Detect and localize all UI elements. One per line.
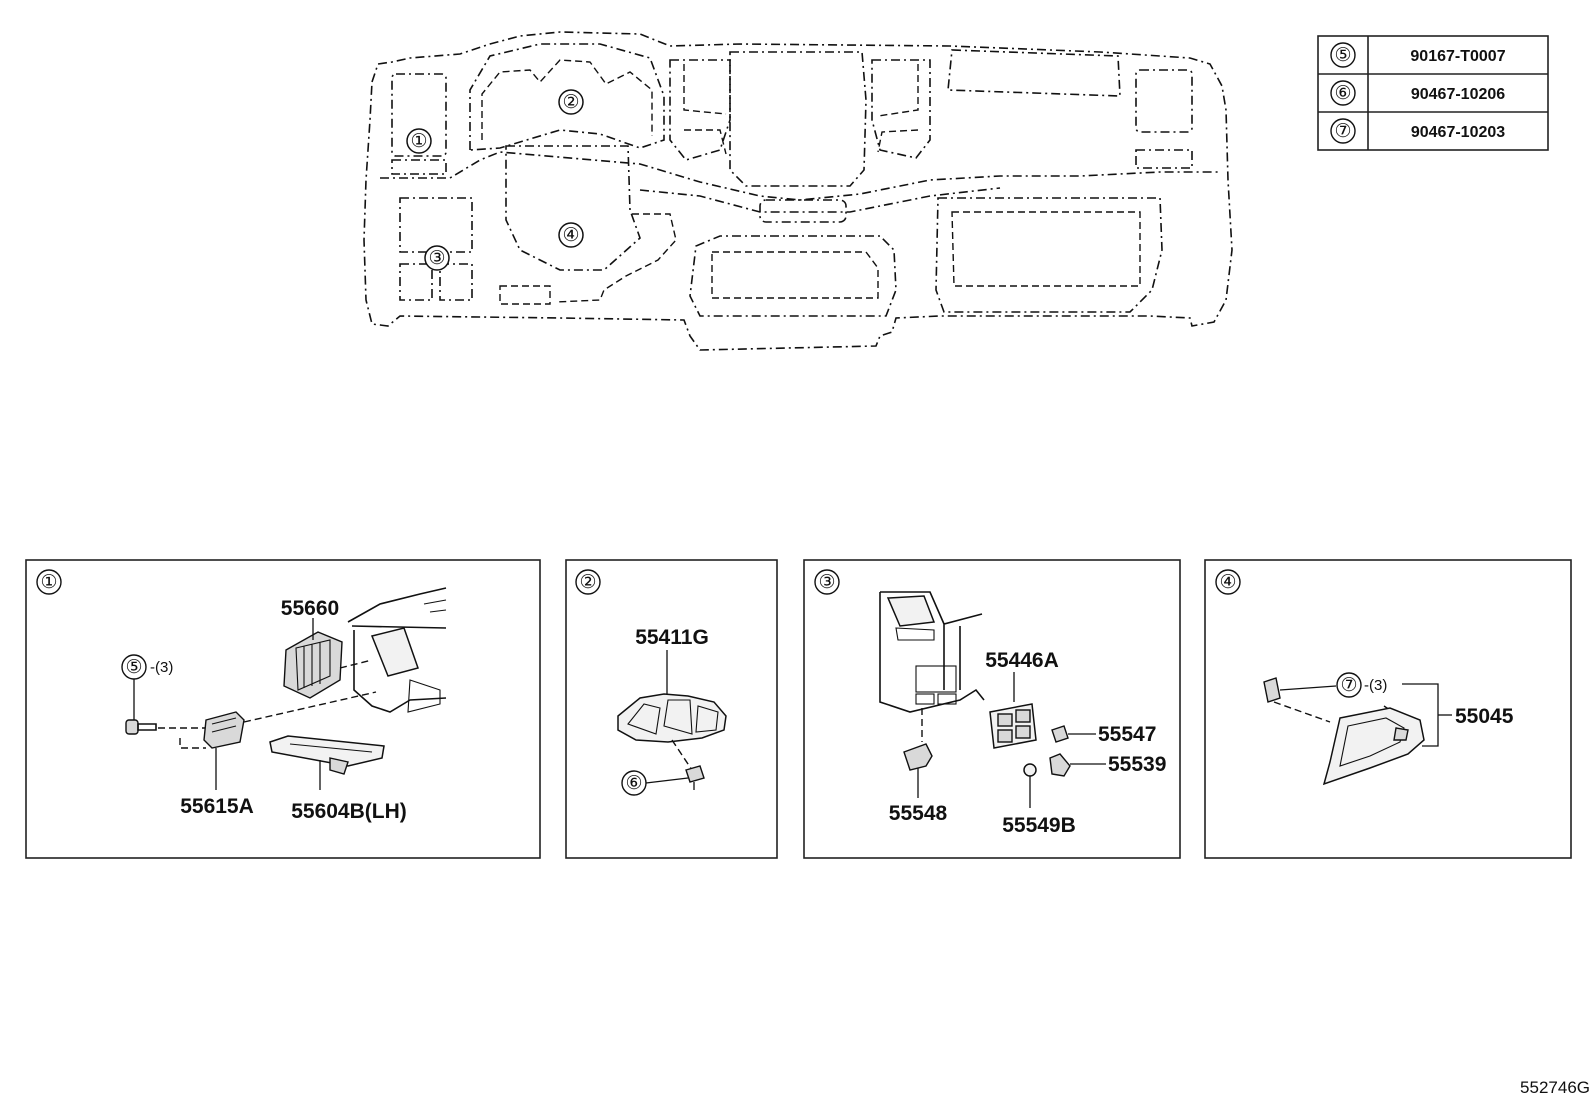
dash-corner-art	[347, 587, 447, 713]
right-vent-outline	[1135, 69, 1193, 133]
vent-55660	[283, 631, 343, 699]
overview-callout-2-circle	[558, 89, 584, 115]
overview-callout-1: ①	[410, 130, 427, 152]
part-label-55547: 55547	[1098, 723, 1156, 746]
detail-panel-2-frame	[565, 559, 778, 859]
center-right-vent	[871, 59, 931, 159]
clip-icon	[685, 765, 705, 790]
detail-panel-2-ref: ②	[579, 571, 596, 593]
part-55547	[1051, 725, 1069, 743]
lower-switch-block	[499, 285, 551, 305]
hazard-switch-outline	[759, 199, 847, 223]
center-left-frame	[683, 64, 727, 155]
dash-vent-opening	[370, 627, 419, 677]
detail-panel-1-ref: ①	[40, 571, 57, 593]
glovebox-inner	[951, 211, 1141, 287]
overview-callout-3: ③	[428, 247, 445, 269]
cluster-hood-outline	[469, 43, 665, 151]
overview-callout-4: ④	[562, 224, 579, 246]
switch-base-55446A	[989, 703, 1037, 749]
clip-qty: -(3)	[1364, 677, 1387, 694]
part-55539	[1049, 753, 1071, 777]
panel-lower-line	[639, 187, 1001, 213]
detail-panel-4-ref: ④	[1219, 571, 1236, 593]
center-left-vent	[669, 59, 731, 161]
parts-table: ⑤ 90167-T0007 ⑥ 90467-10206 ⑦ 90467-1020…	[1317, 35, 1549, 151]
center-display-outline	[729, 51, 867, 187]
part-label-55539: 55539	[1108, 753, 1166, 776]
cluster-trim-55411G	[617, 693, 727, 743]
clip-7-icon	[1263, 677, 1281, 703]
parts-table-frame	[1317, 35, 1549, 151]
part-label-55615A: 55615A	[180, 795, 254, 818]
detail-panel-1-frame	[25, 559, 541, 859]
center-right-frame	[877, 64, 919, 153]
parts-table-part-no: 90467-10206	[1411, 86, 1505, 103]
part-label-55604B: 55604B(LH)	[291, 800, 407, 823]
parts-table-row: ⑤ 90167-T0007	[1330, 42, 1506, 68]
screw-icon	[125, 719, 157, 735]
overview-callout-4-circle	[558, 222, 584, 248]
screw-ref: ⑤	[125, 656, 142, 678]
detail-panel-3-ref: ③	[818, 571, 835, 593]
tray-55604B	[269, 735, 385, 775]
part-label-55411G: 55411G	[635, 626, 709, 649]
detail-panel-3-frame	[803, 559, 1181, 859]
overview-callout-2: ②	[562, 91, 579, 113]
parts-table-ref: ⑥	[1334, 82, 1351, 104]
console-inner	[711, 251, 879, 299]
instrument-panel-overview	[363, 31, 1233, 351]
bracket-55615A	[203, 711, 245, 749]
right-vent-lower	[1135, 149, 1193, 169]
part-label-55548: 55548	[889, 802, 948, 825]
switch-panel-outline	[399, 197, 473, 253]
overview-callout-3-circle	[424, 245, 450, 271]
upper-right-panel	[947, 49, 1121, 97]
diagram-id: 552746G	[1520, 1078, 1590, 1097]
detail-panel-1: ① 55660 ⑤ -(3) 55615A	[25, 559, 541, 859]
part-label-55446A: 55446A	[985, 649, 1059, 672]
panel-outline	[363, 31, 1233, 351]
cluster-gauge-outline	[481, 59, 653, 140]
panel-upper-line	[380, 151, 1220, 201]
parts-table-row: ⑦ 90467-10203	[1330, 118, 1505, 144]
overview-callout-1-circle	[406, 128, 432, 154]
part-label-55660: 55660	[281, 597, 339, 620]
left-vent-outline	[391, 73, 447, 157]
center-console-outline	[689, 235, 897, 317]
overview-callouts: ① ② ③ ④	[406, 89, 584, 271]
dash-lower-left-art	[879, 591, 985, 713]
parts-table-row: ⑥ 90467-10206	[1330, 80, 1505, 106]
detail-panel-4-frame	[1204, 559, 1572, 859]
lower-cover-outline	[505, 145, 641, 271]
switch-b	[439, 263, 473, 301]
part-label-55045: 55045	[1455, 705, 1514, 728]
detail-panel-3: ③ 55548 55446A 55547	[803, 559, 1181, 859]
clip-ref: ⑥	[625, 772, 642, 794]
clip-ref: ⑦	[1340, 674, 1357, 696]
screw-qty: -(3)	[150, 659, 173, 676]
parts-table-part-no: 90467-10203	[1411, 124, 1505, 141]
cover-55045	[1322, 707, 1425, 786]
glovebox-outline	[935, 197, 1163, 313]
switch-a	[399, 263, 433, 301]
detail-panel-2: ② 55411G ⑥	[565, 559, 778, 859]
cap-55549B	[1023, 763, 1037, 777]
detail-panel-4: ④ ⑦ -(3) 55045	[1204, 559, 1572, 859]
bracket-55548	[903, 743, 933, 771]
left-vent-lower	[391, 159, 447, 175]
parts-table-ref: ⑦	[1334, 120, 1351, 142]
parts-table-ref: ⑤	[1334, 44, 1351, 66]
parts-table-part-no: 90167-T0007	[1410, 48, 1505, 65]
part-label-55549B: 55549B	[1002, 814, 1076, 837]
